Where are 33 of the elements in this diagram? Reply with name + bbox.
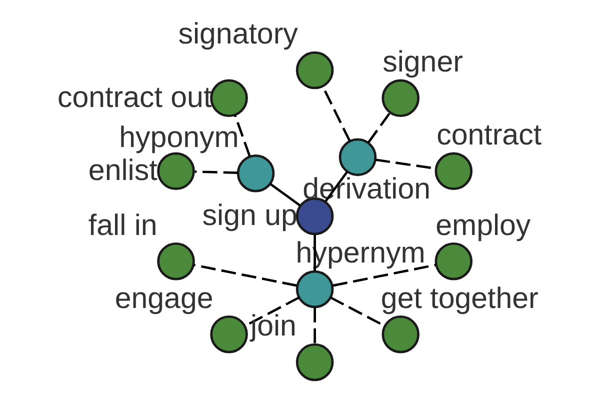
- node-circle: [296, 51, 334, 90]
- node-label: hyponym: [119, 120, 239, 154]
- connector: [368, 112, 391, 143]
- connector: [234, 115, 251, 156]
- connector: [270, 183, 301, 206]
- node-circle: [434, 242, 473, 280]
- node-circle: [296, 343, 334, 382]
- node-label: engage: [114, 282, 214, 315]
- node-circle: [210, 79, 248, 118]
- node-label: sign up: [202, 199, 298, 232]
- node-circle: [382, 315, 420, 354]
- node-circle: [338, 138, 377, 176]
- node-label: contract out: [57, 81, 212, 114]
- node-label: employ: [436, 208, 531, 242]
- node-circle: [157, 152, 195, 190]
- node-label: contract: [436, 118, 542, 152]
- node-circle: [434, 152, 473, 190]
- node-circle: [157, 242, 195, 280]
- node-circle: [296, 197, 334, 236]
- node-label: fall in: [88, 208, 158, 242]
- node-label: join: [250, 310, 296, 343]
- node-label: enlist: [88, 154, 158, 187]
- node-label: signatory: [178, 18, 298, 51]
- node-circle: [210, 315, 248, 354]
- node-circle: [382, 79, 420, 118]
- connector: [314, 308, 316, 344]
- node-circle: [296, 270, 334, 308]
- node-circle: [236, 154, 275, 192]
- connector: [194, 170, 238, 174]
- node-label: signer: [382, 46, 463, 79]
- node-label: get together: [380, 282, 538, 315]
- connector: [193, 264, 297, 287]
- connector: [332, 264, 436, 287]
